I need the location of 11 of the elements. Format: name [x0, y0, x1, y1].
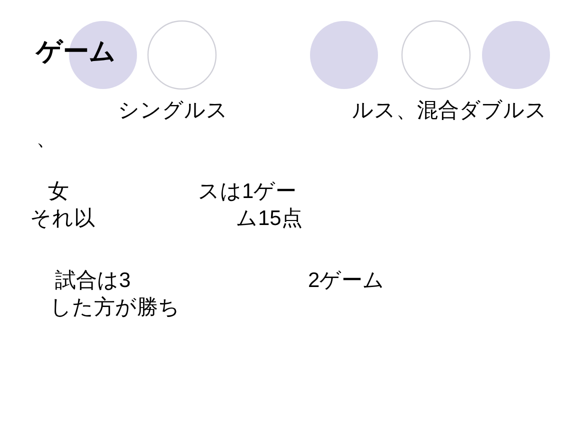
- slide-text: スは1ゲー: [198, 181, 297, 202]
- title: ゲーム: [36, 38, 116, 64]
- slide-text: 女: [48, 181, 69, 202]
- slide-text: 、: [36, 128, 57, 149]
- slide-text: それ以: [30, 208, 95, 229]
- slide-text: シングルス: [118, 100, 228, 121]
- slide-text: した方が勝ち: [50, 297, 180, 318]
- slide-text: ルス、混合ダブルス: [352, 100, 547, 121]
- slide-text: 試合は3: [55, 270, 131, 291]
- slide-text: 2ゲーム: [308, 270, 385, 291]
- slide-text: ム15点: [236, 208, 302, 229]
